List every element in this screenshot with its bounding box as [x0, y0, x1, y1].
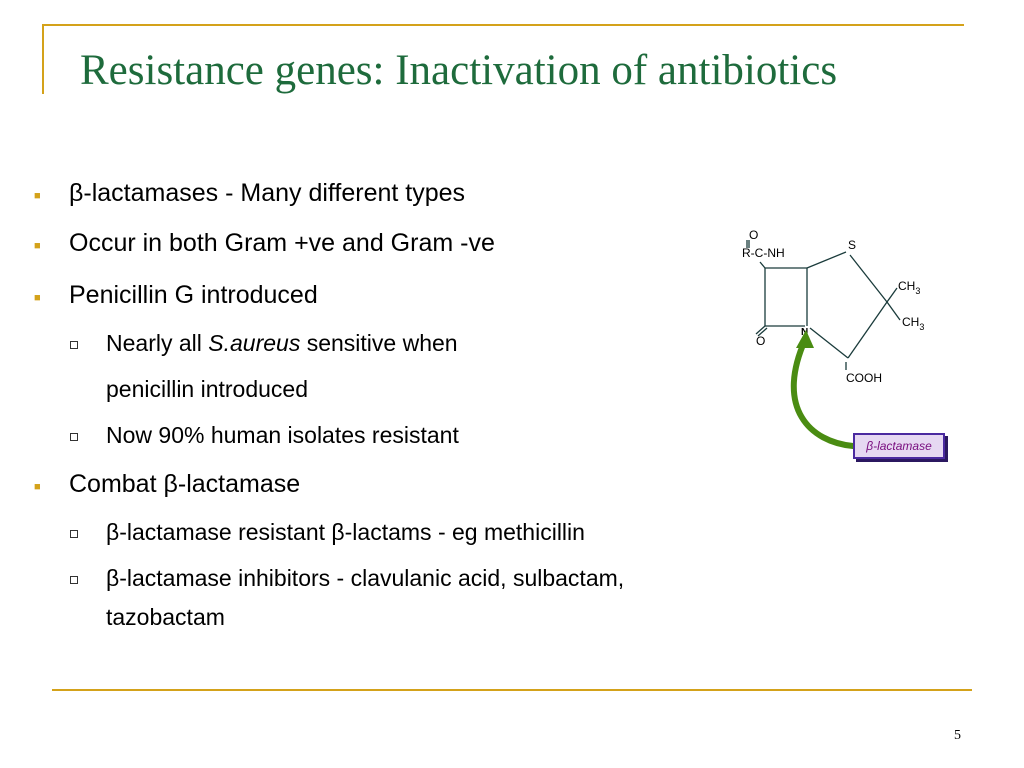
penicillin-structure-diagram: O R-C-NH S CH3 CH3 N O COOH — [742, 228, 924, 449]
frame-left-line — [42, 24, 44, 94]
bond-line — [849, 254, 888, 303]
sub-bullet-marker — [70, 433, 78, 441]
bond-line — [847, 301, 888, 359]
bond-line — [806, 251, 847, 269]
bond-line — [886, 301, 901, 321]
sub-bullet-pre: Nearly all — [106, 330, 209, 356]
bullet-marker: ■ — [34, 190, 41, 202]
bond-line — [755, 325, 766, 335]
atom-label-ch3: CH3 — [898, 279, 920, 296]
bullet-text: Occur in both Gram +ve and Gram -ve — [69, 229, 495, 257]
bond-line — [759, 261, 766, 269]
bullet-text: Combat β-lactamase — [69, 470, 301, 498]
sub-bullet-post: sensitive when — [300, 330, 458, 356]
frame-top-line — [42, 24, 964, 26]
bond-line — [757, 327, 768, 337]
sub-bullet-text: β-lactamase resistant β-lactams - eg met… — [106, 519, 585, 545]
arrow-head — [796, 330, 814, 348]
bullet-text: β-lactamases - Many different types — [69, 179, 466, 207]
attack-arrow — [790, 337, 856, 449]
atom-label-rcnh: R-C-NH — [742, 246, 785, 260]
atom-label-o: O — [756, 334, 765, 348]
sub-bullet-text: Now 90% human isolates resistant — [106, 422, 459, 448]
bond-line — [809, 327, 849, 359]
bullet-marker: ■ — [34, 240, 41, 252]
atom-label-ch3: CH3 — [902, 315, 924, 332]
sub-bullet-marker — [70, 341, 78, 349]
beta-lactamase-label: β-lactamase — [853, 433, 945, 459]
slide-title: Resistance genes: Inactivation of antibi… — [80, 47, 838, 94]
bond-line — [886, 287, 898, 303]
sub-bullet-continuation: tazobactam — [106, 604, 225, 630]
sub-bullet-text: β-lactamase inhibitors - clavulanic acid… — [106, 565, 625, 591]
sub-bullet-marker — [70, 576, 78, 584]
organism-name: S.aureus — [208, 330, 301, 356]
atom-label-o: O — [749, 228, 758, 242]
atom-label-s: S — [848, 238, 856, 252]
atom-label-cooh: COOH — [846, 371, 882, 385]
bullet-marker: ■ — [34, 481, 41, 493]
sub-bullet-continuation: penicillin introduced — [106, 376, 309, 402]
page-number: 5 — [954, 728, 961, 743]
bullet-text: Penicillin G introduced — [69, 281, 318, 309]
frame-bottom-line — [52, 689, 972, 691]
sub-bullet-text: Nearly all S.aureus sensitive when — [106, 330, 458, 357]
sub-bullet-marker — [70, 530, 78, 538]
bullet-marker: ■ — [34, 292, 41, 304]
